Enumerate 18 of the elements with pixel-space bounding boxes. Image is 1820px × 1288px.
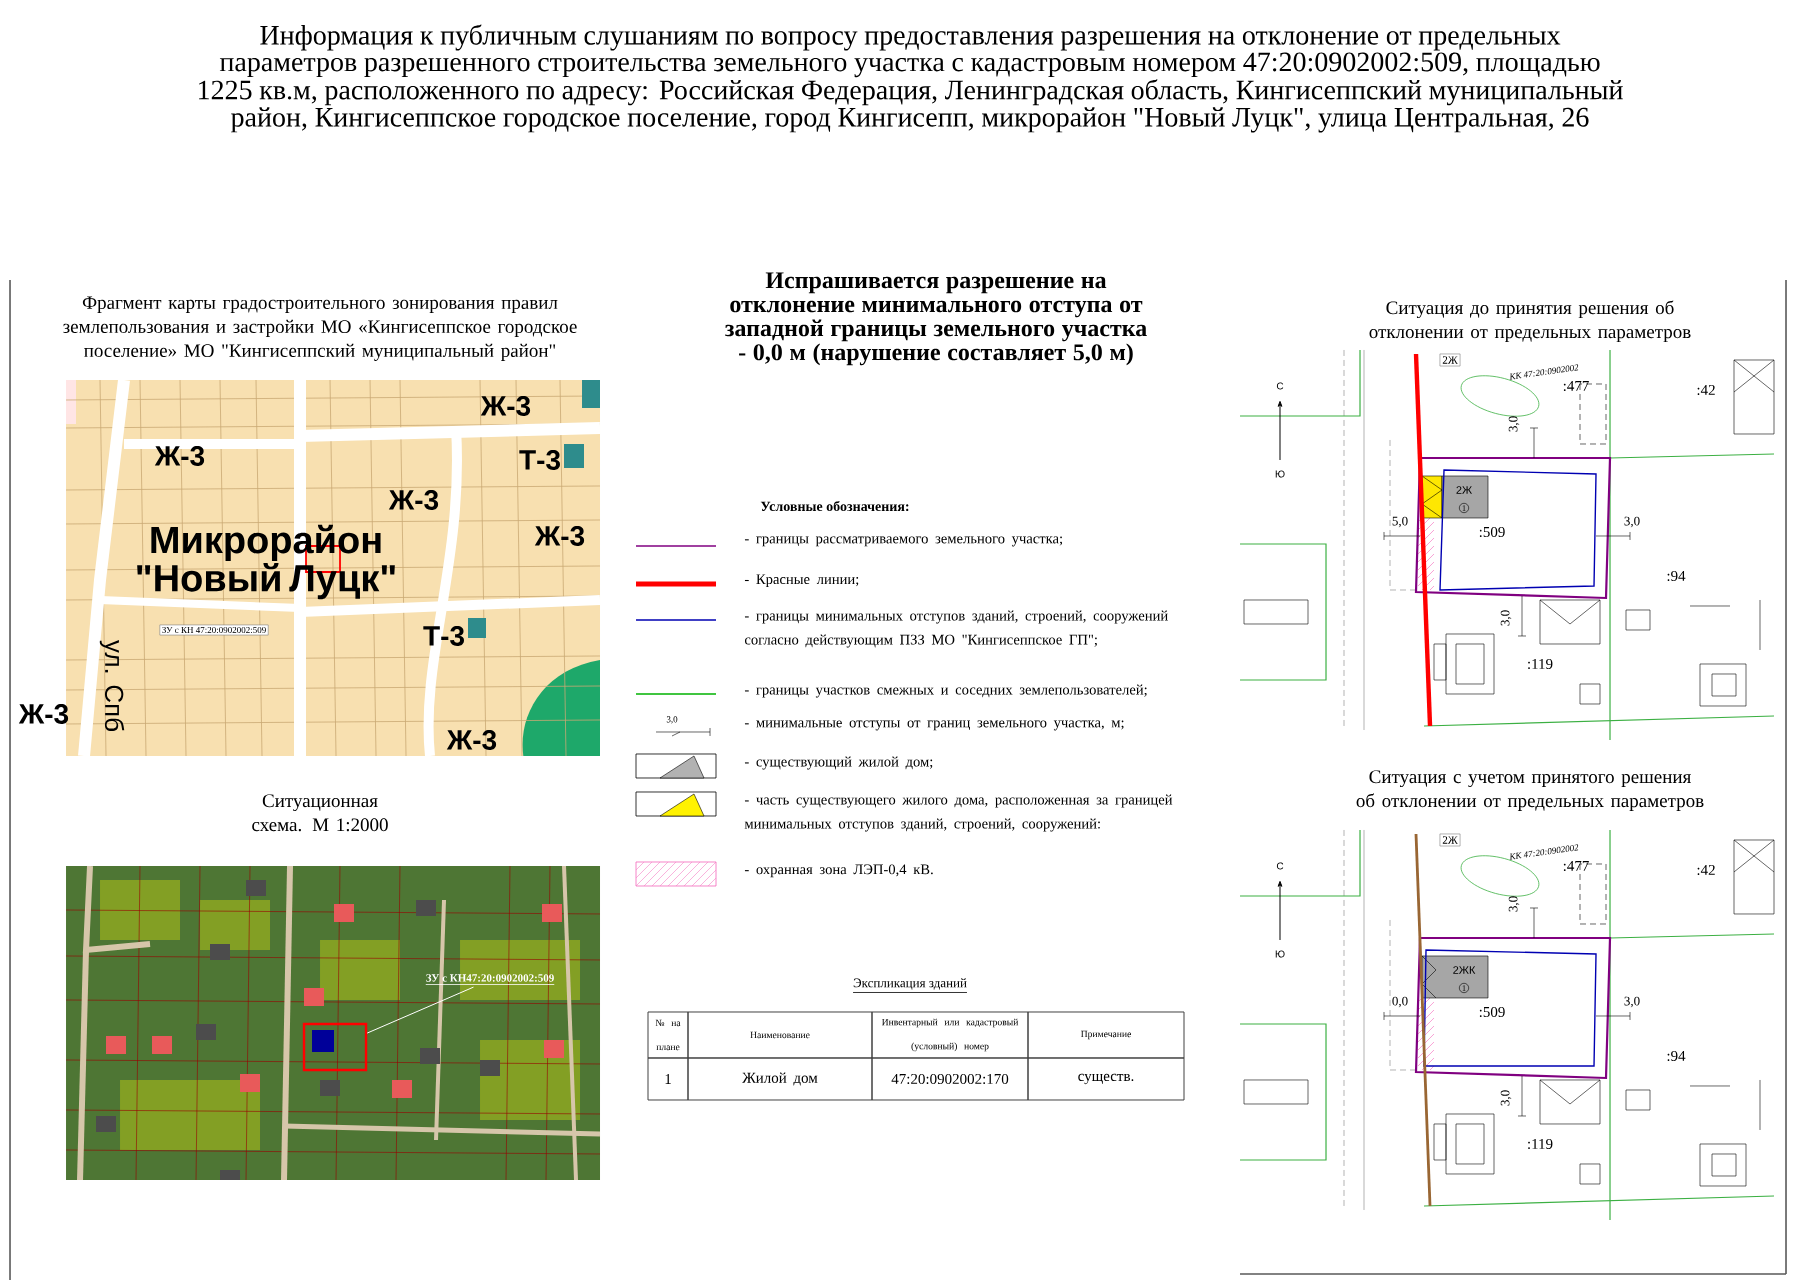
zone-label: Ж-3 [446, 730, 497, 750]
street-label: ул. Спб [99, 639, 125, 731]
zone-label: Ж-3 [154, 446, 205, 466]
heading: Испрашивается разрешение на отклонение минимального отступа от западной границы земельного участка - 0,0 м (нарушение составляет 5,0 м) [725, 272, 1147, 366]
title: Информация к публичным слушаниям по вопросу предоставления разрешения на отклонение от предельных параметров разрешенного строительства земельного участка с кадастровым номером 47:20:0902002:509, площадью 1225 кв.м, расположенного по адресу: Российская Федерация, Ленинградская область, Кингисеппский муниципальный район, Кингисеппское городское поселение, город Кингисепп, микрорайон "Новый Луцк", улица Центральная, 26 [199, 24, 1623, 133]
plan-caption: Ситуация с учетом принятого решения об отклонении от предельных параметров [1356, 770, 1704, 811]
zone-label: Т-3 [519, 450, 560, 470]
zone-label: Ж-3 [534, 526, 585, 546]
map-caption: Фрагмент карты градостроительного зонирования правил землепользования и застройки МО «Кингисеппское городское поселение» МО "Кингисеппский муниципальный район" [63, 296, 577, 361]
zone-label: Ж-3 [480, 396, 531, 416]
zone-label: Ж-3 [18, 704, 69, 724]
district-label: Микрорайон "Новый Луцк" [137, 524, 395, 600]
zone-label: Т-3 [423, 626, 464, 646]
zone-label: Ж-3 [388, 490, 439, 510]
map-caption: Ситуационная схема. М 1:2000 [252, 794, 388, 832]
parcel-outline [302, 1022, 368, 1072]
plan-caption: Ситуация до принятия решения об отклонении от предельных параметров [1369, 300, 1691, 343]
leader-line [366, 986, 474, 1034]
